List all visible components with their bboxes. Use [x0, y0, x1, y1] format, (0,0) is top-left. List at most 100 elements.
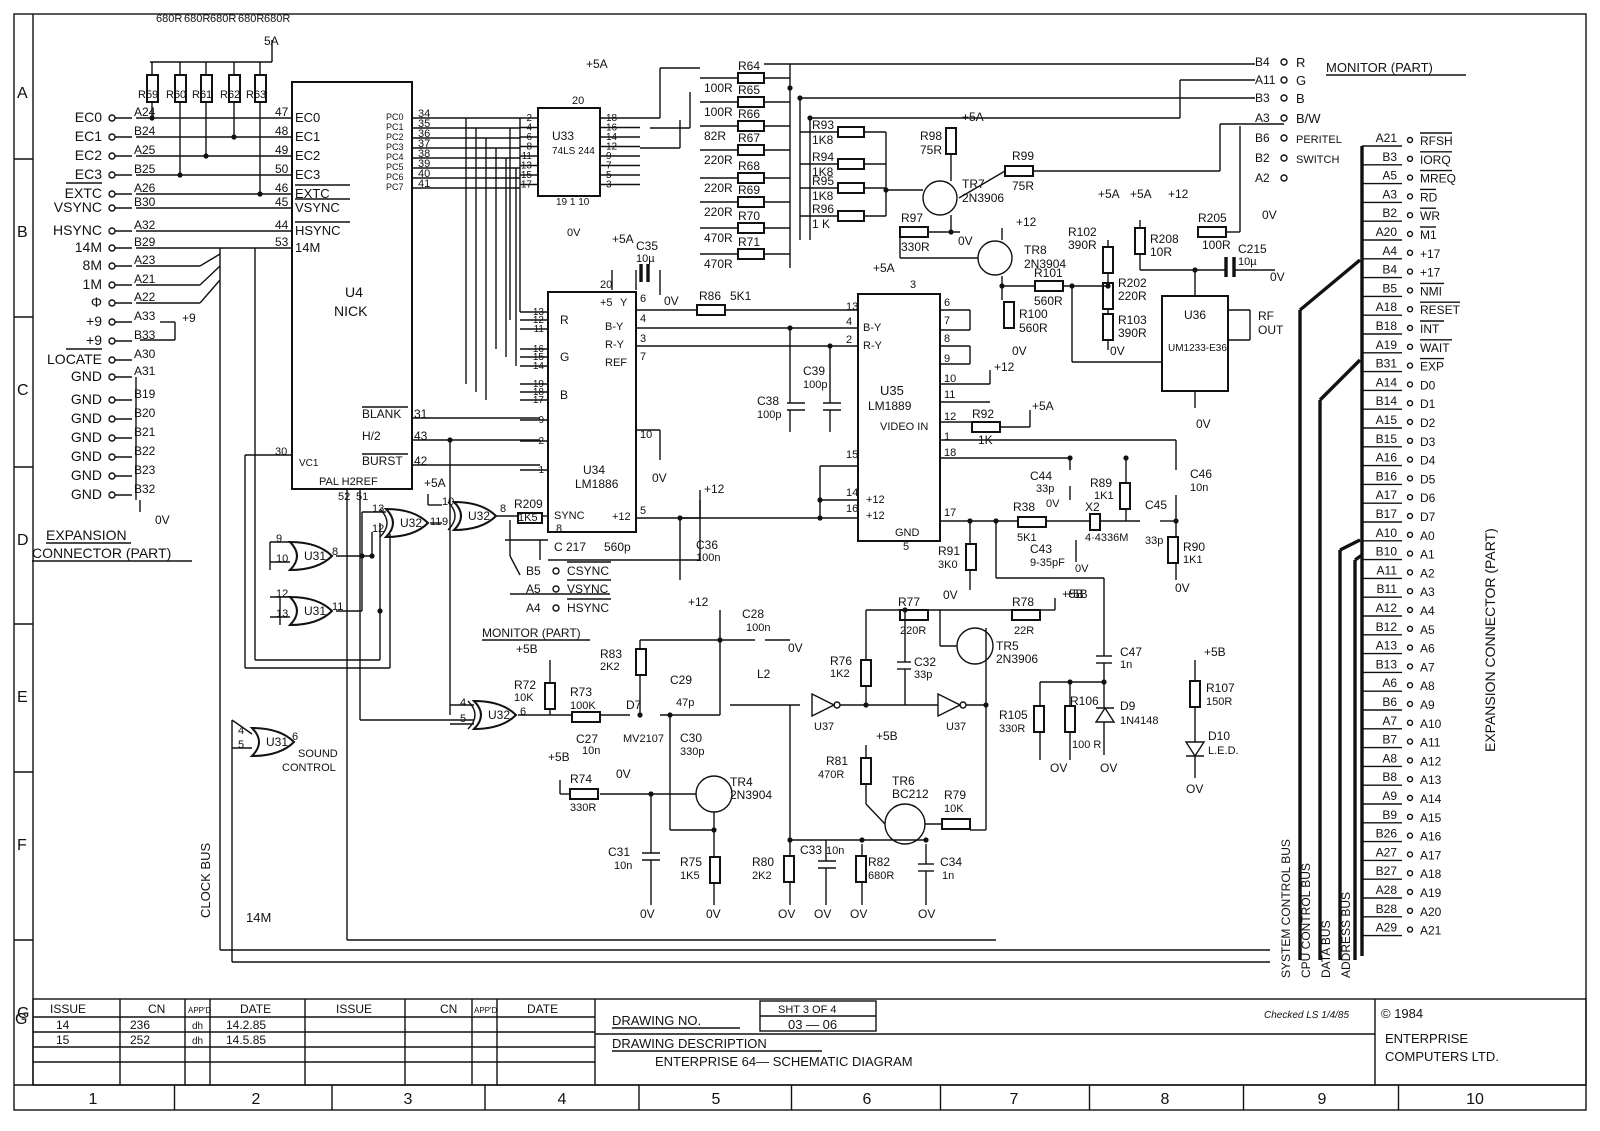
svg-text:5K1: 5K1 — [1017, 532, 1037, 544]
svg-text:1n: 1n — [942, 870, 954, 882]
svg-text:33p: 33p — [1145, 535, 1163, 547]
u35-right-pin: 9 — [944, 353, 950, 365]
u4-bottom-label: PAL H2REF — [319, 476, 378, 488]
u4-pin-sig: EC1 — [295, 129, 320, 144]
svg-text:10K: 10K — [514, 692, 534, 704]
u31-gate-a: U31 — [287, 540, 334, 572]
svg-text:R208: R208 — [1150, 232, 1179, 246]
u4-pc-label: PC5 — [386, 162, 404, 172]
u34-p12-pin: 5 — [640, 505, 646, 517]
svg-text:100n: 100n — [746, 622, 770, 634]
junction-dot — [859, 837, 865, 843]
svg-text:0V: 0V — [788, 641, 803, 655]
svg-text:100R: 100R — [1202, 238, 1231, 252]
svg-text:+5B: +5B — [1062, 587, 1084, 601]
svg-text:100p: 100p — [757, 409, 781, 421]
right-exp-signal: A18 — [1420, 867, 1442, 881]
junction-dot — [817, 515, 823, 521]
connector-pin — [1406, 193, 1414, 200]
connector-pin — [1406, 155, 1414, 163]
title-header: APP'D — [474, 1006, 498, 1015]
svg-text:680R: 680R — [868, 870, 894, 882]
connector-pin — [1406, 343, 1414, 350]
title-header: CN — [440, 1002, 457, 1016]
svg-text:D7: D7 — [626, 698, 642, 712]
u35-left-pin: 16 — [846, 503, 858, 515]
rgb-res-name: R71 — [738, 235, 760, 249]
svg-text:+5A: +5A — [612, 232, 634, 246]
u4-pin-num: 47 — [275, 105, 289, 119]
svg-text:100p: 100p — [803, 379, 827, 391]
svg-text:2K2: 2K2 — [600, 661, 620, 673]
left-signal-16: GND — [71, 410, 102, 426]
mix-res-name: R95 — [812, 174, 834, 188]
left-exp-label-1: EXPANSION — [46, 527, 127, 543]
monitor-sync-signal: CSYNC — [567, 564, 609, 578]
svg-text:R90: R90 — [1183, 540, 1205, 554]
right-exp-signal: D4 — [1420, 454, 1436, 468]
svg-text:220R: 220R — [1118, 289, 1147, 303]
right-exp-pin: B17 — [1376, 507, 1398, 521]
row-marker-A: A — [17, 85, 28, 102]
svg-text:R100: R100 — [1019, 307, 1048, 321]
u35-right-pin: 10 — [944, 373, 956, 385]
connector-pin — [1280, 114, 1288, 122]
monitor-signal: B — [1296, 91, 1305, 106]
svg-text:OV: OV — [918, 907, 935, 921]
right-exp-pin: A13 — [1376, 639, 1398, 653]
monitor-pin: A2 — [1255, 171, 1270, 185]
right-exp-pin: B11 — [1377, 582, 1398, 596]
connector-pin — [552, 604, 560, 612]
wire — [865, 803, 886, 825]
c38-c39: C38 100p C39 100p — [757, 364, 841, 421]
svg-text:C38: C38 — [757, 394, 779, 408]
rgb-res-name: R64 — [738, 59, 760, 73]
connector-pin — [1280, 58, 1288, 66]
connector-pin — [108, 227, 116, 235]
svg-text:BC212: BC212 — [892, 787, 929, 801]
right-exp-signal: A8 — [1420, 679, 1435, 693]
pullup-name: R60 — [166, 89, 186, 101]
mix-resistor — [837, 126, 865, 138]
title-header: CN — [148, 1002, 165, 1016]
svg-text:+12: +12 — [994, 360, 1015, 374]
right-exp-signal: A6 — [1420, 642, 1435, 656]
title-header: DATE — [527, 1002, 558, 1016]
u35-chip: U35 LM1889 VIDEO IN B-Y R-Y +12 +12 GND … — [857, 261, 941, 542]
gate-pin: 9 — [442, 516, 448, 528]
rgb-resistor — [737, 248, 765, 260]
u4-vc1: VC1 — [299, 458, 319, 469]
title-header: APP'D — [188, 1006, 212, 1015]
svg-text:C39: C39 — [803, 364, 825, 378]
rgb-resistor — [737, 222, 765, 234]
r86-resistor: R86 5K1 — [696, 289, 752, 316]
svg-text:330R: 330R — [570, 802, 596, 814]
connector-pin — [1406, 907, 1414, 914]
svg-text:10n: 10n — [1190, 482, 1208, 494]
svg-text:OV: OV — [814, 907, 831, 921]
connector-pin — [108, 152, 116, 160]
svg-text:75R: 75R — [920, 143, 942, 157]
u4-pin-sig: VSYNC — [295, 200, 340, 215]
mix-resistor — [837, 182, 865, 194]
svg-text:1K1: 1K1 — [1183, 554, 1203, 566]
svg-text:22R: 22R — [1014, 625, 1034, 637]
svg-text:0V: 0V — [1175, 581, 1190, 595]
row-marker-C: C — [17, 382, 29, 399]
svg-text:MV2107: MV2107 — [623, 733, 664, 745]
col-marker-6: 6 — [863, 1091, 872, 1108]
svg-text:2N3904: 2N3904 — [730, 788, 772, 802]
u4-right-num: 31 — [414, 407, 428, 421]
svg-text:U37: U37 — [814, 721, 834, 733]
gate-pin: 10 — [276, 553, 288, 565]
connector-pin — [1406, 700, 1414, 708]
u35-right-pin: 1 — [944, 431, 950, 443]
svg-text:+5A: +5A — [1130, 187, 1152, 201]
connector-pin — [108, 396, 116, 404]
svg-text:100n: 100n — [696, 552, 720, 564]
